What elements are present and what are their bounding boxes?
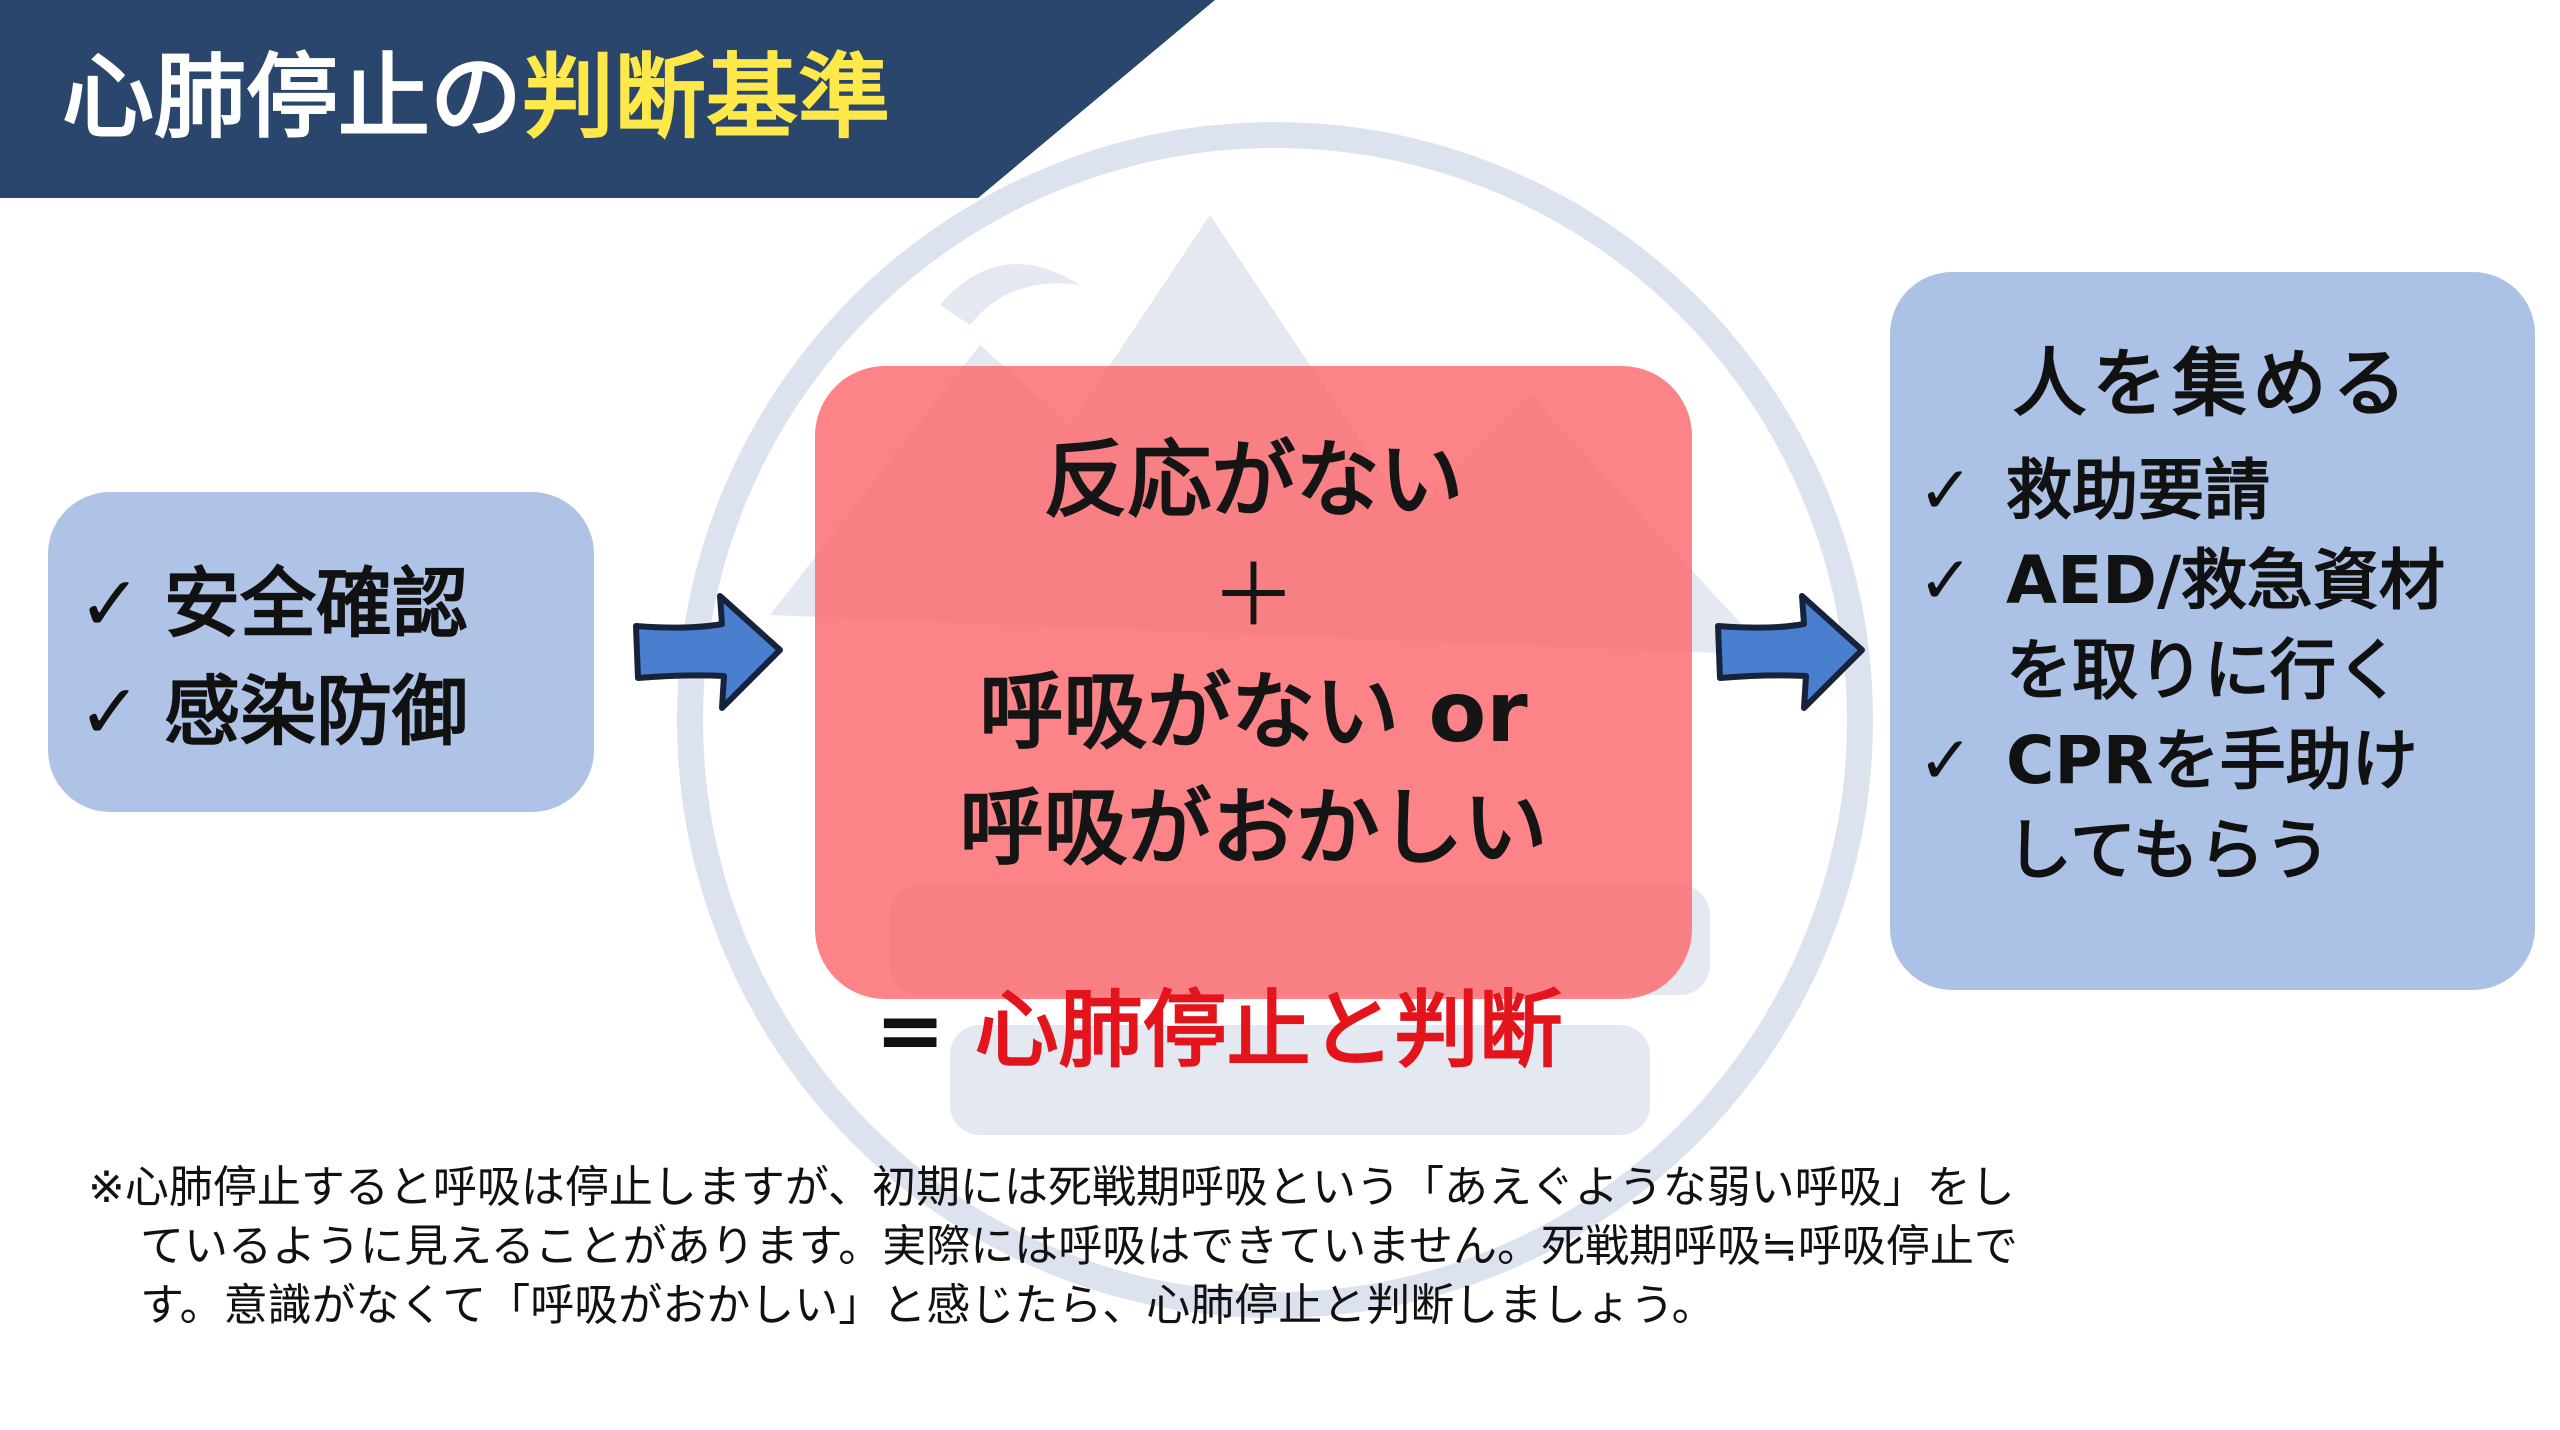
criterion-abnormal-breathing: 呼吸がおかしい bbox=[959, 779, 1548, 877]
item-cpr-assist-continued: してもらう bbox=[2006, 812, 2331, 889]
criteria-box: 反応がない ＋ 呼吸がない or 呼吸がおかしい bbox=[815, 366, 1692, 999]
item-call-for-help: 救助要請 bbox=[2006, 452, 2270, 529]
right-arrow-icon bbox=[1715, 593, 1865, 711]
footnote-line-3: す。意識がなくて「呼吸がおかしい」と感じたら、心肺停止と判断しましょう。 bbox=[140, 1280, 1716, 1331]
plus-sign: ＋ bbox=[1210, 546, 1297, 646]
criterion-no-response: 反応がない bbox=[1043, 431, 1464, 529]
check-icon: ✓ bbox=[78, 559, 142, 648]
page-title-main: 心肺停止の bbox=[62, 44, 523, 151]
item-cpr-assist: CPRを手助け bbox=[2006, 722, 2418, 799]
checklist-item: ✓安全確認 bbox=[78, 550, 594, 658]
checklist-item: ✓感染防御 bbox=[78, 658, 594, 766]
conclusion: = 心肺停止と判断 bbox=[875, 975, 1563, 1085]
check-icon: ✓ bbox=[1918, 452, 1974, 529]
footnote-line-2: ているように見えることがあります。実際には呼吸はできていません。死戦期呼吸≒呼吸… bbox=[140, 1221, 2018, 1272]
header-banner bbox=[0, 0, 1215, 198]
preparation-box: ✓安全確認 ✓感染防御 bbox=[48, 492, 594, 812]
checklist-item: ✓ AED/救急資材 bbox=[1918, 536, 2535, 626]
checklist-item: ✓ CPRを手助け bbox=[1918, 716, 2535, 806]
item-safety-check: 安全確認 bbox=[164, 559, 468, 648]
page-title-accent: 判断基準 bbox=[522, 44, 891, 151]
gather-people-box: 人を集める ✓ 救助要請 ✓ AED/救急資材 を取りに行く ✓ CPRを手助け して… bbox=[1890, 272, 2535, 990]
conclusion-text: 心肺停止と判断 bbox=[974, 981, 1563, 1079]
check-icon: ✓ bbox=[78, 667, 142, 756]
item-fetch-aed: AED/救急資材 bbox=[2006, 542, 2446, 619]
gather-people-heading: 人を集める bbox=[2012, 341, 2413, 427]
item-fetch-aed-continued: を取りに行く bbox=[2006, 632, 2402, 709]
item-infection-protection: 感染防御 bbox=[164, 667, 468, 756]
footnote: ※心肺停止すると呼吸は停止しますが、初期には死戦期呼吸という「あえぐような弱い呼… bbox=[88, 1158, 2508, 1335]
page-title: 心肺停止の判断基準 bbox=[62, 38, 890, 158]
footnote-line-1: ※心肺停止すると呼吸は停止しますが、初期には死戦期呼吸という「あえぐような弱い呼… bbox=[88, 1162, 2015, 1213]
check-icon: ✓ bbox=[1918, 722, 1974, 799]
checklist-item: ✓ 救助要請 bbox=[1918, 446, 2535, 536]
criterion-no-breathing: 呼吸がない or bbox=[979, 663, 1528, 761]
right-arrow-icon bbox=[633, 593, 783, 711]
conclusion-equals: = bbox=[875, 981, 975, 1079]
check-icon: ✓ bbox=[1918, 542, 1974, 619]
